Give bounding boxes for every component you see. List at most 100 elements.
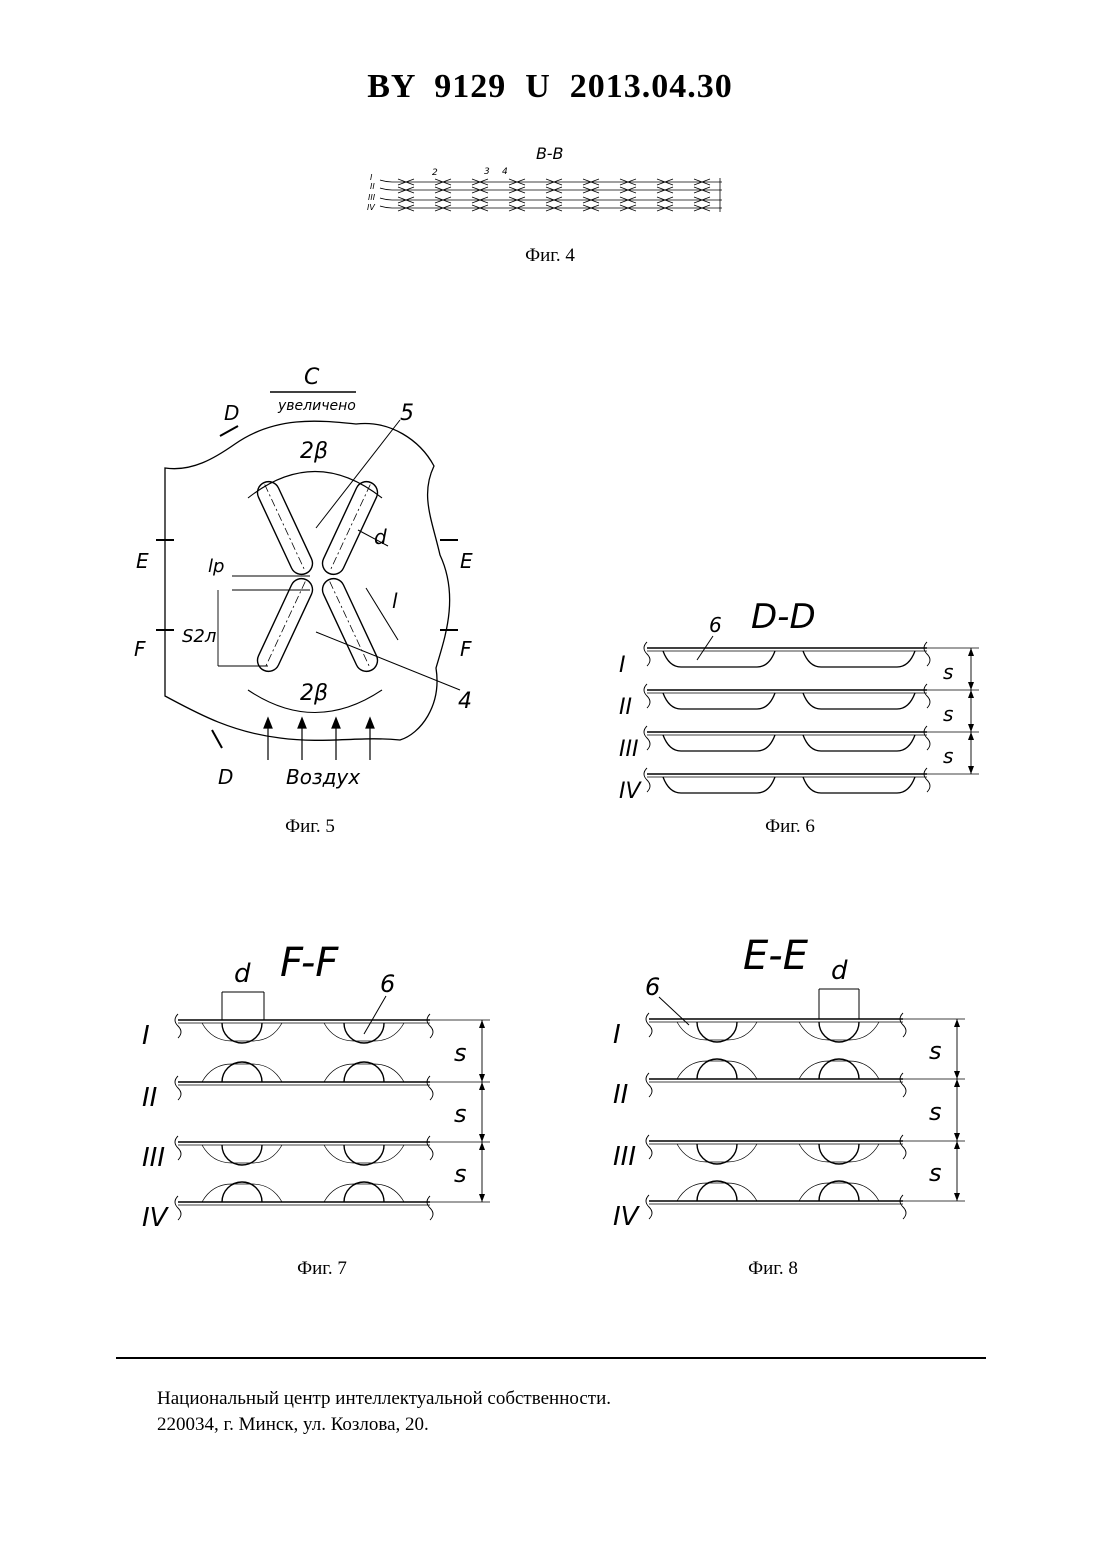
fig8-callout-leader — [659, 997, 689, 1025]
fig4-callout-3: 3 — [484, 167, 490, 177]
fig5-section-d-top-mark — [220, 426, 238, 436]
fig7-dimple-outline — [202, 1145, 282, 1163]
fig4-row-lead-2 — [380, 188, 392, 190]
fig6-plate-rows: IIIIIIIVsss — [619, 642, 979, 804]
fig5-section-f-left: F — [134, 637, 146, 661]
fig8-break-left — [646, 1135, 652, 1159]
fig7-plate-rows: IIIIIIIVsss — [142, 1014, 490, 1233]
fig7-break-left — [175, 1014, 181, 1038]
fig7-callout: 6 — [380, 970, 395, 998]
fig8-caption: Фиг. 8 — [673, 1258, 873, 1280]
fig8-break-right — [900, 1073, 906, 1097]
fig8-break-right — [900, 1135, 906, 1159]
fig7-break-left — [175, 1136, 181, 1160]
fig7-dimple — [344, 1182, 384, 1202]
fig5-angle-arc-top — [248, 472, 382, 499]
fig5-section-d-bottom-mark — [212, 730, 222, 748]
fig8-dimple-outline — [677, 1183, 757, 1201]
fig6-break-right — [924, 768, 930, 792]
fig8-dim-d: d — [831, 956, 848, 986]
fig6-row-label: II — [619, 695, 632, 720]
fig8-dimple-outline — [677, 1061, 757, 1079]
fig5-callout-4: 4 — [458, 689, 472, 714]
fig4-plate-rows — [380, 178, 722, 212]
fig7-section-label: F-F — [280, 940, 339, 986]
fig8-break-right — [900, 1195, 906, 1219]
fig7-break-right — [427, 1136, 433, 1160]
fig6-spacing-label: s — [943, 660, 953, 684]
figure-8-drawing: E-E d 6 IIIIIIIVsss — [605, 915, 975, 1230]
fig7-dimple-outline — [324, 1145, 404, 1163]
fig7-dimple-outline — [324, 1023, 404, 1041]
fig6-channel — [663, 693, 775, 709]
fig5-caption: Фиг. 5 — [210, 816, 410, 838]
fig5-callout-5: 5 — [400, 401, 414, 426]
fig5-section-d-top: D — [224, 401, 239, 425]
fig5-callout-5-leader — [316, 420, 400, 528]
fig7-break-right — [427, 1076, 433, 1100]
fig5-section-e-left: E — [136, 549, 149, 573]
fig8-break-left — [646, 1195, 652, 1219]
fig7-break-right — [427, 1196, 433, 1220]
fig8-break-right — [900, 1013, 906, 1037]
fig4-section-label: B-B — [536, 144, 563, 163]
fig8-row-label: III — [613, 1142, 636, 1172]
fig4-row-label-3: III — [368, 193, 376, 202]
fig8-spacing-label: s — [929, 1037, 942, 1065]
footer-line-2: 220034, г. Минск, ул. Козлова, 20. — [157, 1414, 429, 1436]
fig8-dimple — [697, 1059, 737, 1079]
fig5-slots — [254, 478, 381, 675]
fig7-break-left — [175, 1196, 181, 1220]
fig6-row-label: III — [619, 737, 638, 762]
fig7-dimple-outline — [202, 1064, 282, 1082]
figure-6-drawing: D-D 6 IIIIIIIVsss — [605, 590, 985, 800]
fig6-channel — [663, 735, 775, 751]
figure-4-drawing: B-B 2 3 4 I II III IV — [360, 140, 740, 220]
fig7-dimple-outline — [202, 1184, 282, 1202]
fig7-dimple-outline — [324, 1064, 404, 1082]
fig6-channel — [803, 735, 915, 751]
fig5-dim-l: l — [392, 589, 398, 613]
fig6-channel — [803, 777, 915, 793]
fig8-dimple — [819, 1022, 859, 1042]
fig8-row-label: II — [613, 1080, 628, 1110]
document-id: BY 9129 U 2013.04.30 — [0, 68, 1100, 106]
fig7-dimple-outline — [324, 1184, 404, 1202]
fig5-dim-s: S2л — [182, 626, 216, 647]
fig8-break-left — [646, 1073, 652, 1097]
fig7-spacing-label: s — [454, 1039, 467, 1067]
fig7-dim-d: d — [234, 959, 251, 989]
fig5-view-note: увеличено — [277, 398, 356, 414]
fig7-dimple — [222, 1182, 262, 1202]
fig4-caption: Фиг. 4 — [450, 245, 650, 267]
fig4-row-label-4: IV — [367, 203, 375, 212]
fig7-dimple — [222, 1062, 262, 1082]
fig5-dim-d: d — [374, 525, 387, 549]
fig5-angle-label-top: 2β — [300, 439, 328, 464]
fig8-row-label: IV — [613, 1202, 641, 1232]
fig6-break-right — [924, 684, 930, 708]
fig8-dimple-outline — [799, 1022, 879, 1040]
fig6-callout: 6 — [709, 613, 722, 637]
fig6-break-left — [644, 726, 650, 750]
fig5-slot-lower-right — [319, 575, 381, 675]
fig7-break-left — [175, 1076, 181, 1100]
fig4-row-lead-4 — [380, 206, 392, 208]
fig7-row-label: III — [142, 1143, 165, 1173]
fig7-dimple — [222, 1023, 262, 1043]
fig7-break-right — [427, 1014, 433, 1038]
fig6-channel — [803, 651, 915, 667]
fig8-dimple-outline — [799, 1061, 879, 1079]
fig4-row-lead-3 — [380, 198, 392, 200]
fig6-section-label: D-D — [751, 597, 816, 637]
fig6-break-right — [924, 726, 930, 750]
fig4-row-label-2: II — [370, 182, 375, 191]
footer-line-1: Национальный центр интеллектуальной собс… — [157, 1388, 611, 1410]
fig8-dimple — [819, 1059, 859, 1079]
fig8-dimple — [697, 1181, 737, 1201]
fig8-dimple-outline — [677, 1144, 757, 1162]
fig5-flow-label: Воздух — [286, 765, 360, 789]
fig6-row-label: I — [619, 653, 626, 678]
footer-rule — [116, 1357, 986, 1359]
fig8-section-label: E-E — [743, 933, 809, 979]
